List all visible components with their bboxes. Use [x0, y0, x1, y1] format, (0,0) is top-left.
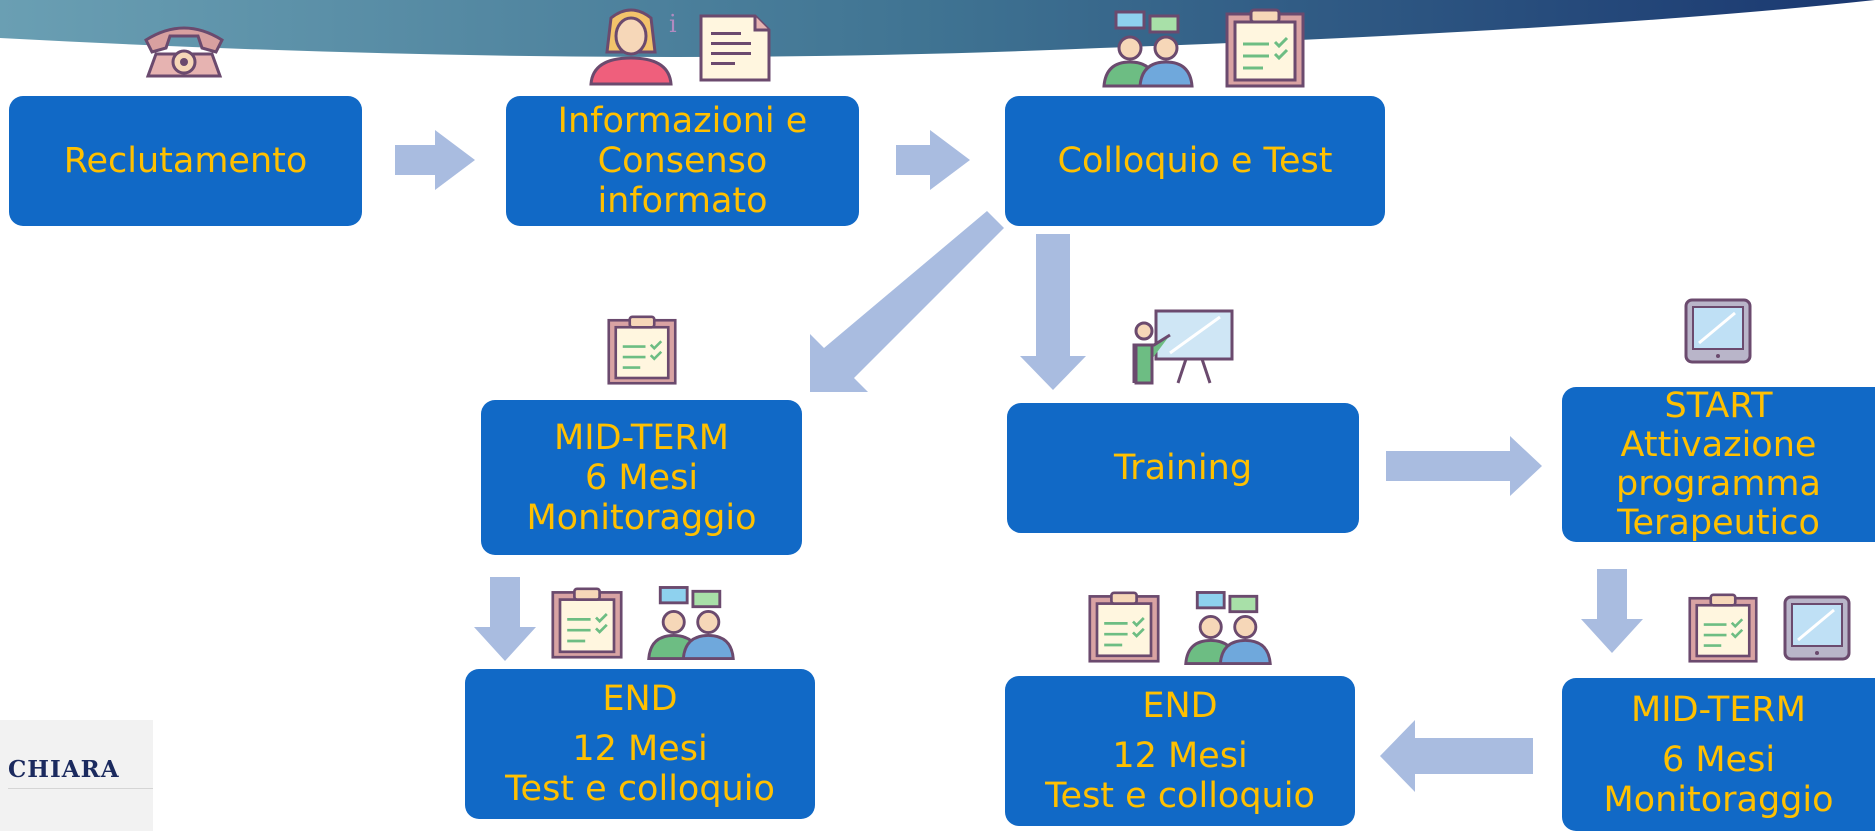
chiara-logo: CHIARA	[0, 720, 153, 831]
arrow-start-to-midterm	[1581, 569, 1643, 653]
woman-info-icon: i	[589, 8, 677, 86]
presentation-board-icon	[1132, 309, 1234, 385]
arrow-colloquio-to-training	[1020, 234, 1086, 390]
step-informazioni: Informazioni e Consenso informato	[506, 96, 859, 226]
arrow-reclutamento-to-informazioni	[395, 130, 475, 190]
step-end-middle-line3: Test e colloquio	[1045, 776, 1315, 816]
tablet-icon	[1783, 595, 1851, 661]
step-end-left-line1: END	[602, 679, 678, 719]
step-reclutamento: Reclutamento	[9, 96, 362, 226]
step-midterm-left: MID-TERM 6 Mesi Monitoraggio	[481, 400, 802, 555]
arrow-midterm-to-end-left	[474, 577, 536, 661]
two-people-chat-icon	[1184, 591, 1272, 665]
step-start-line3: programma	[1616, 464, 1821, 504]
document-icon	[699, 14, 771, 82]
two-people-chat-icon	[647, 586, 735, 660]
step-end-middle: END 12 Mesi Test e colloquio	[1005, 676, 1355, 826]
step-end-left: END 12 Mesi Test e colloquio	[465, 669, 815, 819]
logo-divider	[8, 788, 153, 789]
tablet-icon	[1684, 298, 1752, 364]
step-midterm-left-line3: Monitoraggio	[526, 497, 757, 538]
step-end-middle-line2: 12 Mesi	[1112, 736, 1248, 776]
step-informazioni-line3: informato	[597, 181, 768, 221]
arrow-colloquio-to-midterm	[810, 211, 1004, 392]
header-banner	[0, 0, 1875, 57]
chiara-logo-text: CHIARA	[8, 756, 120, 783]
step-start-line2: Attivazione	[1620, 425, 1817, 465]
step-midterm-left-line1: MID-TERM	[554, 417, 729, 458]
telephone-icon	[144, 26, 224, 78]
step-reclutamento-label: Reclutamento	[63, 141, 308, 181]
clipboard-checklist-icon	[607, 315, 677, 385]
clipboard-checklist-icon	[551, 587, 623, 659]
step-midterm-right-line2: 6 Mesi	[1661, 739, 1776, 780]
clipboard-checklist-icon	[1088, 591, 1160, 663]
step-training: Training	[1007, 403, 1359, 533]
step-end-left-line2: 12 Mesi	[572, 729, 708, 769]
step-start: START Attivazione programma Terapeutico	[1562, 386, 1875, 543]
step-midterm-left-line2: 6 Mesi	[584, 457, 699, 498]
step-training-label: Training	[1113, 448, 1253, 488]
clipboard-checklist-icon	[1688, 593, 1758, 663]
step-midterm-right-line3: Monitoraggio	[1603, 779, 1834, 820]
step-colloquio: Colloquio e Test	[1005, 96, 1385, 226]
step-midterm-right: MID-TERM 6 Mesi Monitoraggio	[1562, 678, 1875, 831]
step-end-middle-line1: END	[1142, 686, 1218, 726]
arrow-informazioni-to-colloquio	[896, 130, 970, 190]
step-colloquio-label: Colloquio e Test	[1057, 141, 1333, 181]
step-start-line1: START	[1664, 386, 1773, 426]
arrow-training-to-start	[1386, 436, 1542, 496]
step-informazioni-line2: Consenso	[597, 141, 768, 181]
clipboard-checklist-icon	[1225, 8, 1305, 88]
step-start-line4: Terapeutico	[1617, 503, 1820, 543]
svg-text:i: i	[669, 10, 677, 38]
two-people-chat-icon	[1102, 10, 1194, 88]
step-midterm-right-line1: MID-TERM	[1631, 689, 1806, 730]
arrow-midterm-right-to-end-middle	[1380, 720, 1533, 792]
step-informazioni-line1: Informazioni e	[557, 101, 808, 141]
step-end-left-line3: Test e colloquio	[505, 769, 775, 809]
